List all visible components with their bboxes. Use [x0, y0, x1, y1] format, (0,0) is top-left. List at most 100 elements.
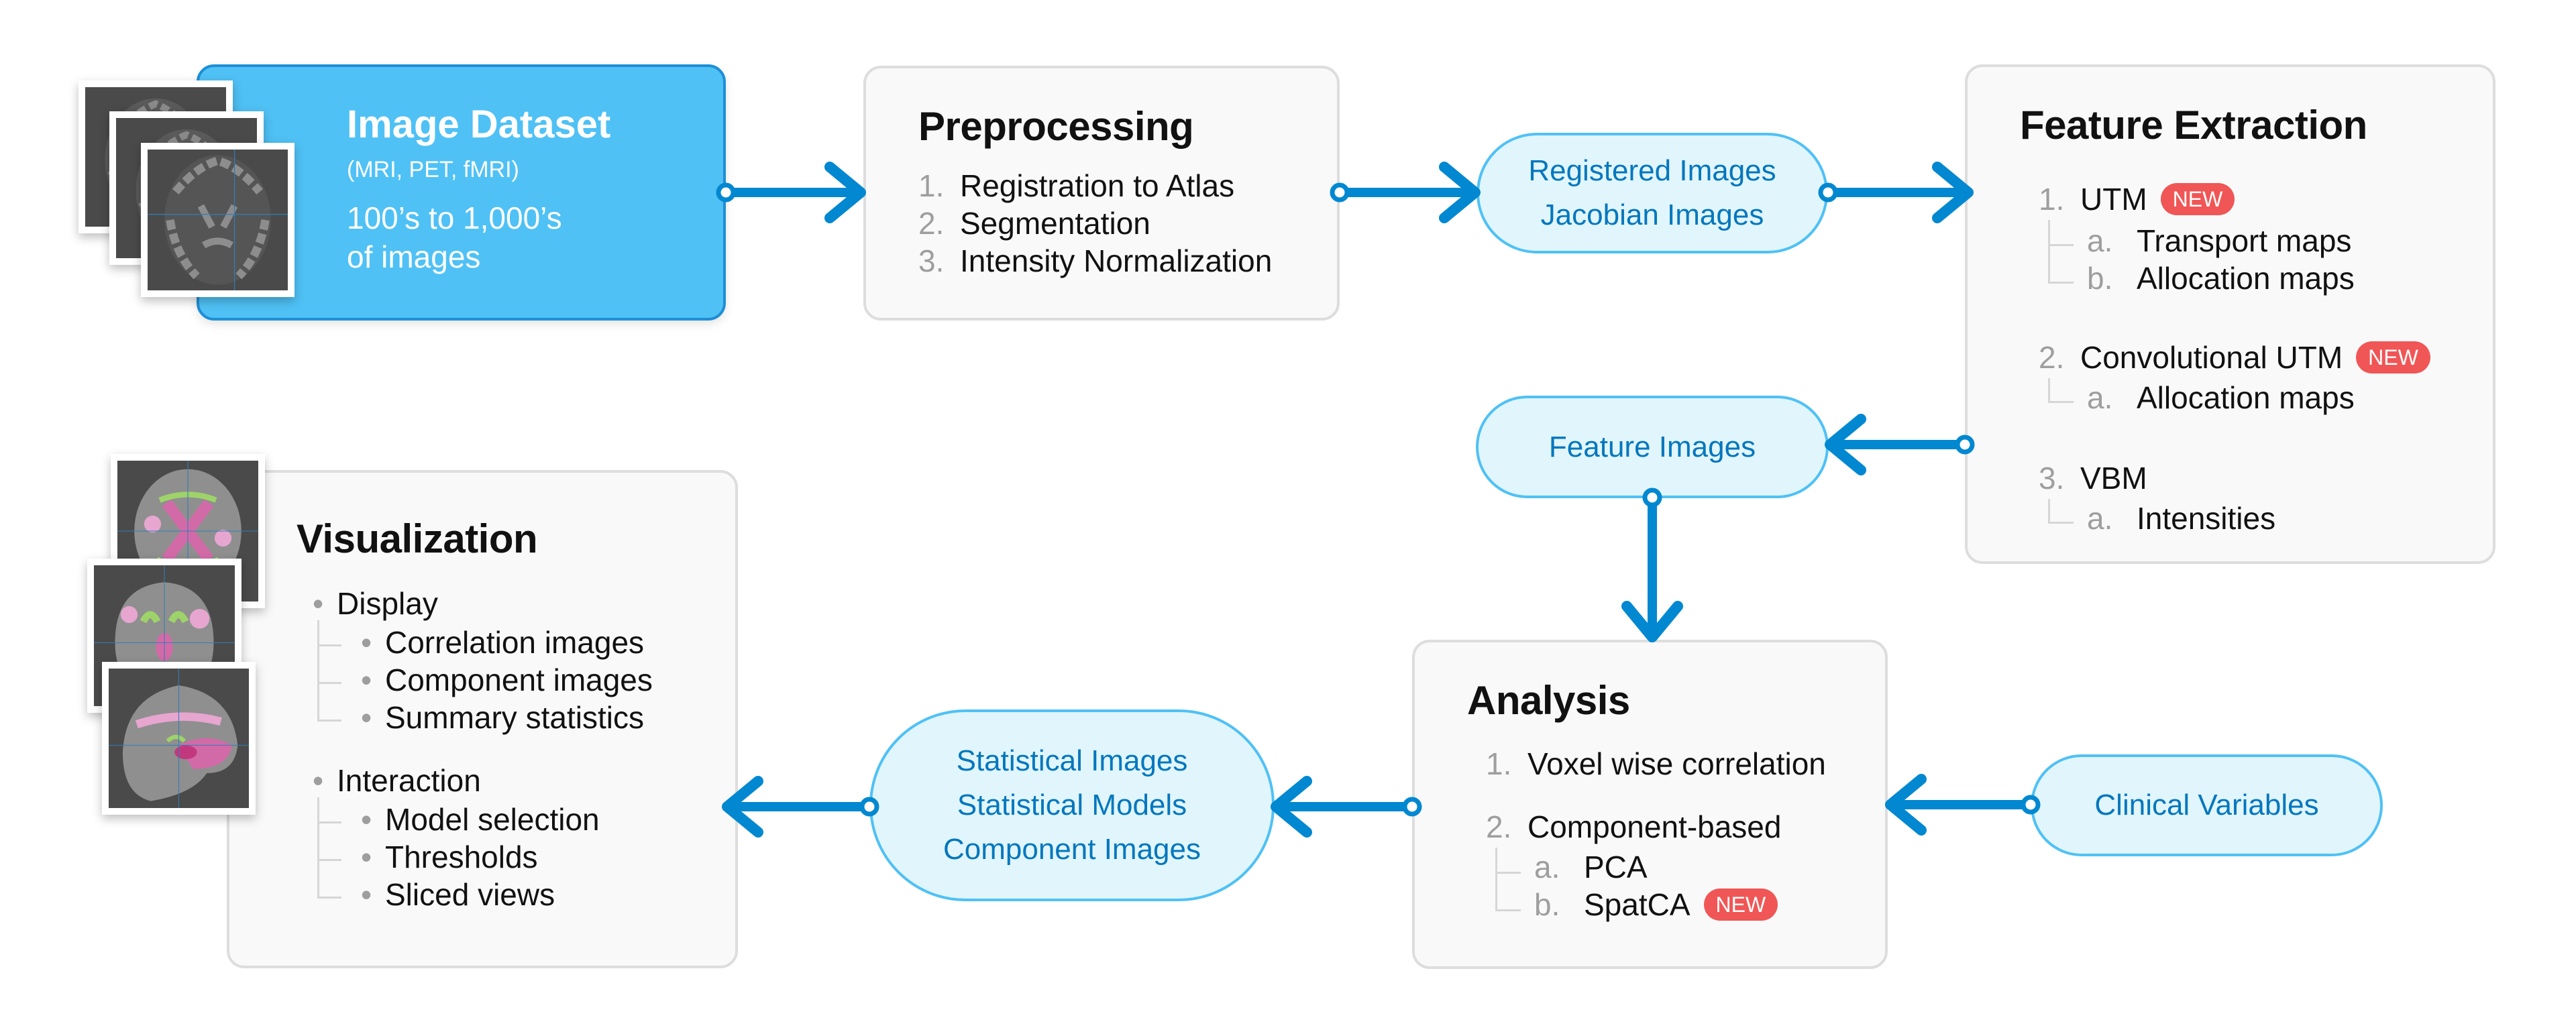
arrow-preprocessing-to-registered: [1330, 162, 1481, 223]
tree-line: [2048, 282, 2074, 284]
preprocessing-title: Preprocessing: [918, 104, 1194, 149]
visualization-subitem: • Thresholds: [361, 839, 538, 875]
list-label: Component images: [385, 663, 653, 697]
tree-line: [317, 620, 319, 720]
bullet-icon: •: [361, 663, 372, 697]
list-label: Summary statistics: [385, 700, 644, 735]
feature-item-utm: 1. UTM NEW: [2039, 181, 2235, 217]
feature-subitem: a. Intensities: [2087, 500, 2275, 536]
arrow-head-icon: [1439, 162, 1481, 223]
list-label: Display: [337, 586, 438, 621]
tree-line: [317, 897, 341, 899]
analysis-subitem: a. PCA: [1534, 849, 1648, 885]
feature-extraction-box[interactable]: Feature Extraction 1. UTM NEW a. Transpo…: [1965, 64, 2496, 564]
visualization-subitem: • Summary statistics: [361, 699, 644, 736]
new-badge: NEW: [2356, 341, 2430, 374]
arrow-analysis-to-statistical: [1271, 776, 1422, 838]
list-number: 1.: [918, 168, 945, 203]
registered-images-pill[interactable]: Registered Images Jacobian Images: [1477, 133, 1828, 253]
list-label: Correlation images: [385, 625, 645, 660]
visualization-group-interaction: • Interaction: [313, 762, 481, 799]
feature-images-pill[interactable]: Feature Images: [1476, 396, 1829, 498]
arrow-head-icon: [1825, 414, 1866, 475]
list-label: Thresholds: [385, 840, 538, 874]
mri-slice-stack-icon: [148, 150, 288, 290]
visualization-subitem: • Sliced views: [361, 876, 555, 913]
preprocessing-item: 3. Intensity Normalization: [918, 243, 1272, 279]
image-dataset-count: 100’s to 1,000’s of images: [347, 198, 562, 276]
visualization-group-display: • Display: [313, 585, 438, 622]
list-label: UTM: [2080, 182, 2147, 217]
visualization-box[interactable]: Visualization • Display • Correlation im…: [227, 470, 738, 968]
list-label: Segmentation: [960, 206, 1150, 241]
tree-line: [2048, 522, 2074, 524]
feature-extraction-title: Feature Extraction: [2020, 103, 2367, 148]
pill-line: Feature Images: [1548, 430, 1756, 463]
arrow-head-icon: [1621, 601, 1683, 642]
statistical-outputs-pill[interactable]: Statistical Images Statistical Models Co…: [869, 709, 1275, 901]
list-label: Voxel wise correlation: [1527, 746, 1826, 781]
list-letter: a.: [1534, 850, 1560, 884]
tree-line: [2048, 220, 2050, 283]
list-label: Transport maps: [2137, 223, 2352, 258]
tree-line: [317, 797, 319, 897]
visualization-subitem: • Model selection: [361, 801, 600, 838]
pill-line: Clinical Variables: [2094, 789, 2319, 821]
sagittal-overlay-card: [102, 662, 256, 815]
clinical-variables-pill[interactable]: Clinical Variables: [2031, 754, 2383, 856]
bullet-icon: •: [361, 625, 372, 660]
list-label: SpatCA: [1584, 887, 1690, 922]
list-label: Component-based: [1527, 809, 1782, 844]
tree-line: [317, 720, 341, 722]
feature-subitem: a. Allocation maps: [2087, 380, 2355, 416]
tree-line: [317, 859, 341, 861]
list-label: Allocation maps: [2137, 380, 2355, 415]
arrow-clinical-to-analysis: [1885, 774, 2041, 836]
list-number: 1.: [2039, 182, 2065, 217]
arrow-registered-to-feature-extraction: [1818, 162, 1974, 223]
tree-line: [317, 644, 341, 646]
list-label: Model selection: [385, 802, 600, 837]
brain-overlay-stack-icon: [109, 669, 249, 808]
list-label: Intensities: [2137, 501, 2276, 536]
visualization-title: Visualization: [297, 516, 538, 561]
arrow-head-icon: [1932, 162, 1974, 223]
list-number: 2.: [918, 206, 945, 241]
image-dataset-count-line2: of images: [347, 239, 481, 274]
analysis-title: Analysis: [1467, 678, 1630, 723]
list-label: Allocation maps: [2137, 261, 2355, 296]
bullet-icon: •: [361, 840, 372, 874]
list-letter: a.: [2087, 380, 2113, 415]
list-letter: b.: [1534, 887, 1560, 922]
visualization-subitem: • Correlation images: [361, 624, 644, 661]
arrow-head-icon: [1885, 774, 1927, 836]
feature-item-vbm: 3. VBM: [2039, 460, 2147, 496]
arrow-feature-images-to-analysis: [1621, 488, 1683, 642]
list-label: VBM: [2080, 461, 2147, 496]
new-badge: NEW: [1703, 888, 1778, 921]
pill-line: Component Images: [943, 833, 1201, 866]
list-number: 1.: [1486, 746, 1512, 781]
image-dataset-title: Image Dataset: [347, 103, 611, 146]
tree-line: [2048, 499, 2050, 523]
analysis-box[interactable]: Analysis 1. Voxel wise correlation 2. Co…: [1412, 640, 1888, 969]
tree-line: [2048, 378, 2050, 402]
list-number: 3.: [2039, 461, 2065, 496]
pill-line: Registered Images: [1528, 154, 1776, 187]
tree-line: [1495, 909, 1521, 911]
pill-line: Jacobian Images: [1540, 198, 1764, 231]
feature-subitem: a. Transport maps: [2087, 223, 2351, 259]
analysis-item-component: 2. Component-based: [1486, 809, 1781, 845]
pill-line: Statistical Images: [956, 744, 1188, 777]
tree-line: [1495, 872, 1521, 874]
visualization-subitem: • Component images: [361, 662, 653, 698]
analysis-subitem: b. SpatCA NEW: [1534, 886, 1778, 923]
list-number: 3.: [918, 243, 945, 278]
list-label: PCA: [1584, 850, 1648, 884]
feature-subitem: b. Allocation maps: [2087, 260, 2355, 296]
bullet-icon: •: [313, 763, 324, 798]
list-label: Interaction: [337, 763, 481, 798]
tree-line: [1495, 848, 1497, 911]
feature-item-convolutional-utm: 2. Convolutional UTM NEW: [2039, 339, 2430, 376]
preprocessing-box[interactable]: Preprocessing 1. Registration to Atlas 2…: [863, 66, 1340, 321]
